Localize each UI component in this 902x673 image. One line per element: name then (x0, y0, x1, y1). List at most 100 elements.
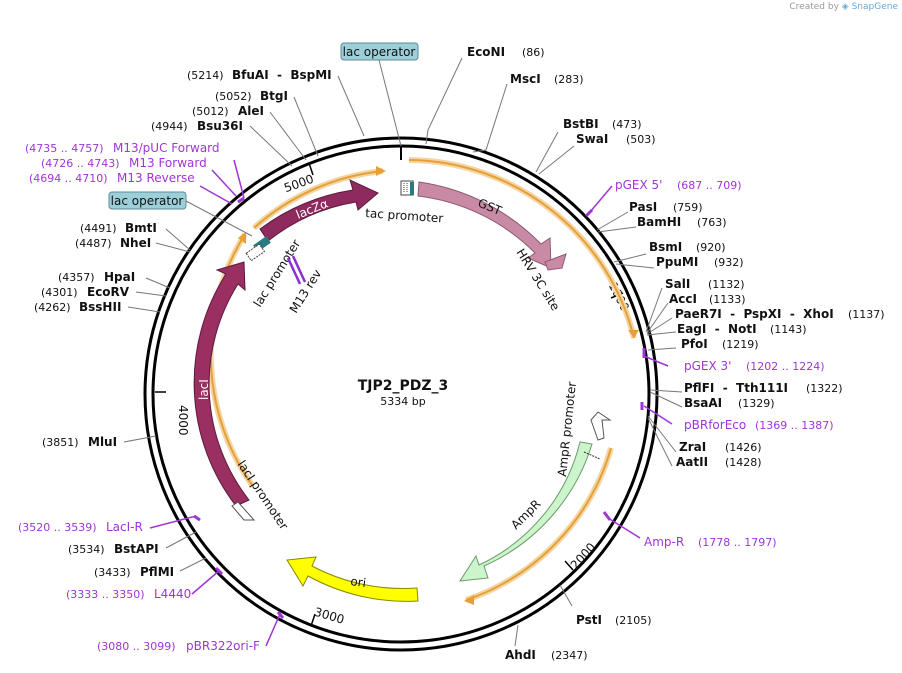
orf-laci-arrowhead (238, 232, 246, 244)
svg-text:(4487): (4487) (75, 237, 112, 250)
svg-text:MscI: MscI (510, 72, 541, 86)
svg-text:PflMI: PflMI (140, 565, 174, 579)
svg-text:BmtI: BmtI (125, 221, 157, 235)
svg-text:(1329): (1329) (738, 397, 775, 410)
feature-ori (286, 556, 419, 602)
svg-text:(1202 .. 1224): (1202 .. 1224) (746, 360, 825, 373)
lac-operator-left: lac operator (108, 191, 253, 237)
svg-text:AleI: AleI (238, 104, 264, 118)
svg-text:3000: 3000 (313, 605, 346, 627)
svg-text:(86): (86) (522, 46, 545, 59)
plasmid-name: TJP2_PDZ_3 (358, 378, 449, 394)
svg-text:(3080 .. 3099): (3080 .. 3099) (97, 640, 176, 653)
svg-text:BstBI: BstBI (563, 117, 599, 131)
site-nhei: (4487) NheI (75, 236, 151, 250)
svg-text:(5214): (5214) (187, 69, 224, 82)
primer-pbr322ori-f: (3080 .. 3099)pBR322ori-F (97, 639, 260, 653)
credit-brand: SnapGene (851, 2, 898, 12)
svg-text:LacI-R: LacI-R (106, 520, 143, 534)
orf-gst-arrowhead (628, 330, 639, 338)
primer-pbrforeco: pBRforEco(1369 .. 1387) (684, 418, 834, 432)
svg-text:(1426): (1426) (725, 441, 762, 454)
svg-text:PflFI - Tth111I: PflFI - Tth111I (684, 381, 788, 395)
svg-text:pBRforEco: pBRforEco (684, 418, 746, 432)
site-ppumi: PpuMI(932) (656, 255, 744, 269)
svg-text:(4357): (4357) (58, 271, 95, 284)
svg-text:AhdI: AhdI (505, 648, 536, 662)
snapgene-logo-icon: ◈ (841, 2, 849, 12)
svg-text:(1132): (1132) (708, 278, 745, 291)
svg-text:pGEX 3': pGEX 3' (684, 359, 731, 373)
primer-m13-puc-forward: (4735 .. 4757)M13/pUC Forward (25, 141, 220, 155)
primer-amp-r: Amp-R(1778 .. 1797) (644, 535, 777, 549)
svg-text:lac operator: lac operator (111, 194, 184, 208)
svg-text:(4726 .. 4743): (4726 .. 4743) (41, 157, 120, 170)
svg-text:(4694 .. 4710): (4694 .. 4710) (29, 172, 108, 185)
svg-text:2000: 2000 (568, 540, 599, 572)
site-btgi: (5052)BtgI (215, 89, 288, 103)
svg-text:NheI: NheI (120, 236, 151, 250)
svg-text:AccI: AccI (669, 292, 697, 306)
svg-text:(4262): (4262) (34, 301, 71, 314)
svg-text:(4735 .. 4757): (4735 .. 4757) (25, 142, 104, 155)
svg-text:(3333 .. 3350): (3333 .. 3350) (66, 588, 145, 601)
site-bamhi: BamHI (763) (637, 215, 727, 229)
svg-text:M13 Reverse: M13 Reverse (117, 171, 195, 185)
site-bstbi: BstBI(473) (563, 117, 642, 131)
site-pflfi-tth111i: PflFI - Tth111I (1322) (684, 381, 843, 395)
svg-text:(1322): (1322) (806, 382, 843, 395)
svg-text:(3433): (3433) (94, 566, 131, 579)
site-ecorv: (4301)EcoRV (41, 285, 130, 299)
svg-text:(4301): (4301) (41, 286, 78, 299)
svg-text:BfuAI - BspMI: BfuAI - BspMI (232, 68, 332, 82)
svg-text:HpaI: HpaI (104, 270, 135, 284)
snapgene-credit: Created by ◈ SnapGene (789, 2, 898, 12)
site-bsu36i: (4944)Bsu36I (151, 119, 243, 133)
feature-hrv-3c-site (544, 253, 567, 271)
site-zrai: ZraI (1426) (679, 440, 762, 454)
svg-text:AatII: AatII (676, 455, 708, 469)
svg-text:BstAPI: BstAPI (114, 542, 159, 556)
svg-text:(3851): (3851) (42, 436, 79, 449)
svg-text:PstI: PstI (576, 613, 602, 627)
svg-text:Amp-R: Amp-R (644, 535, 684, 549)
site-bsmi: BsmI(920) (649, 240, 726, 254)
site-acci: AccI(1133) (669, 292, 746, 306)
feature-lac-operator-inner (245, 236, 271, 262)
svg-text:BsmI: BsmI (649, 240, 682, 254)
svg-text:pGEX 5': pGEX 5' (615, 178, 662, 192)
site-msci: MscI(283) (510, 72, 584, 86)
svg-text:(763): (763) (697, 216, 727, 229)
svg-text:PfoI: PfoI (681, 337, 708, 351)
site-hpai: (4357) HpaI (58, 270, 135, 284)
svg-text:SalI: SalI (665, 277, 690, 291)
primer-l4440: (3333 .. 3350)L4440 (66, 587, 191, 601)
credit-prefix: Created by (789, 2, 839, 12)
site-bsaai: BsaAI(1329) (684, 396, 775, 410)
site-bfuai-bspmi: (5214) BfuAI - BspMI (187, 68, 332, 82)
feature-ampr (459, 441, 593, 582)
feature-gst (417, 181, 552, 269)
svg-text:ZraI: ZraI (679, 440, 706, 454)
svg-text:BssHII: BssHII (79, 300, 121, 314)
svg-text:PaeR7I - PspXI - XhoI: PaeR7I - PspXI - XhoI (675, 307, 834, 321)
site-swai: SwaI(503) (576, 132, 656, 146)
svg-text:(5052): (5052) (215, 90, 252, 103)
svg-text:EagI - NotI: EagI - NotI (677, 322, 757, 336)
site-pasi: PasI(759) (629, 200, 703, 214)
primer-laci-r: (3520 .. 3539)LacI-R (18, 520, 143, 534)
svg-text:BamHI: BamHI (637, 215, 681, 229)
site-econi: EcoNI(86) (467, 45, 545, 59)
svg-text:(4491): (4491) (80, 222, 117, 235)
svg-text:4000: 4000 (176, 405, 190, 436)
svg-text:M13 Forward: M13 Forward (129, 156, 207, 170)
svg-text:(4944): (4944) (151, 120, 188, 133)
site-sali: SalI (1132) (665, 277, 745, 291)
svg-text:(759): (759) (673, 201, 703, 214)
primer-marks-right (584, 185, 673, 539)
label-laci: lacI (197, 379, 211, 400)
orf-lacza-arrowhead (376, 166, 386, 176)
site-bstapi: (3534)BstAPI (68, 542, 159, 556)
lac-operator-top: lac operator (340, 42, 419, 147)
